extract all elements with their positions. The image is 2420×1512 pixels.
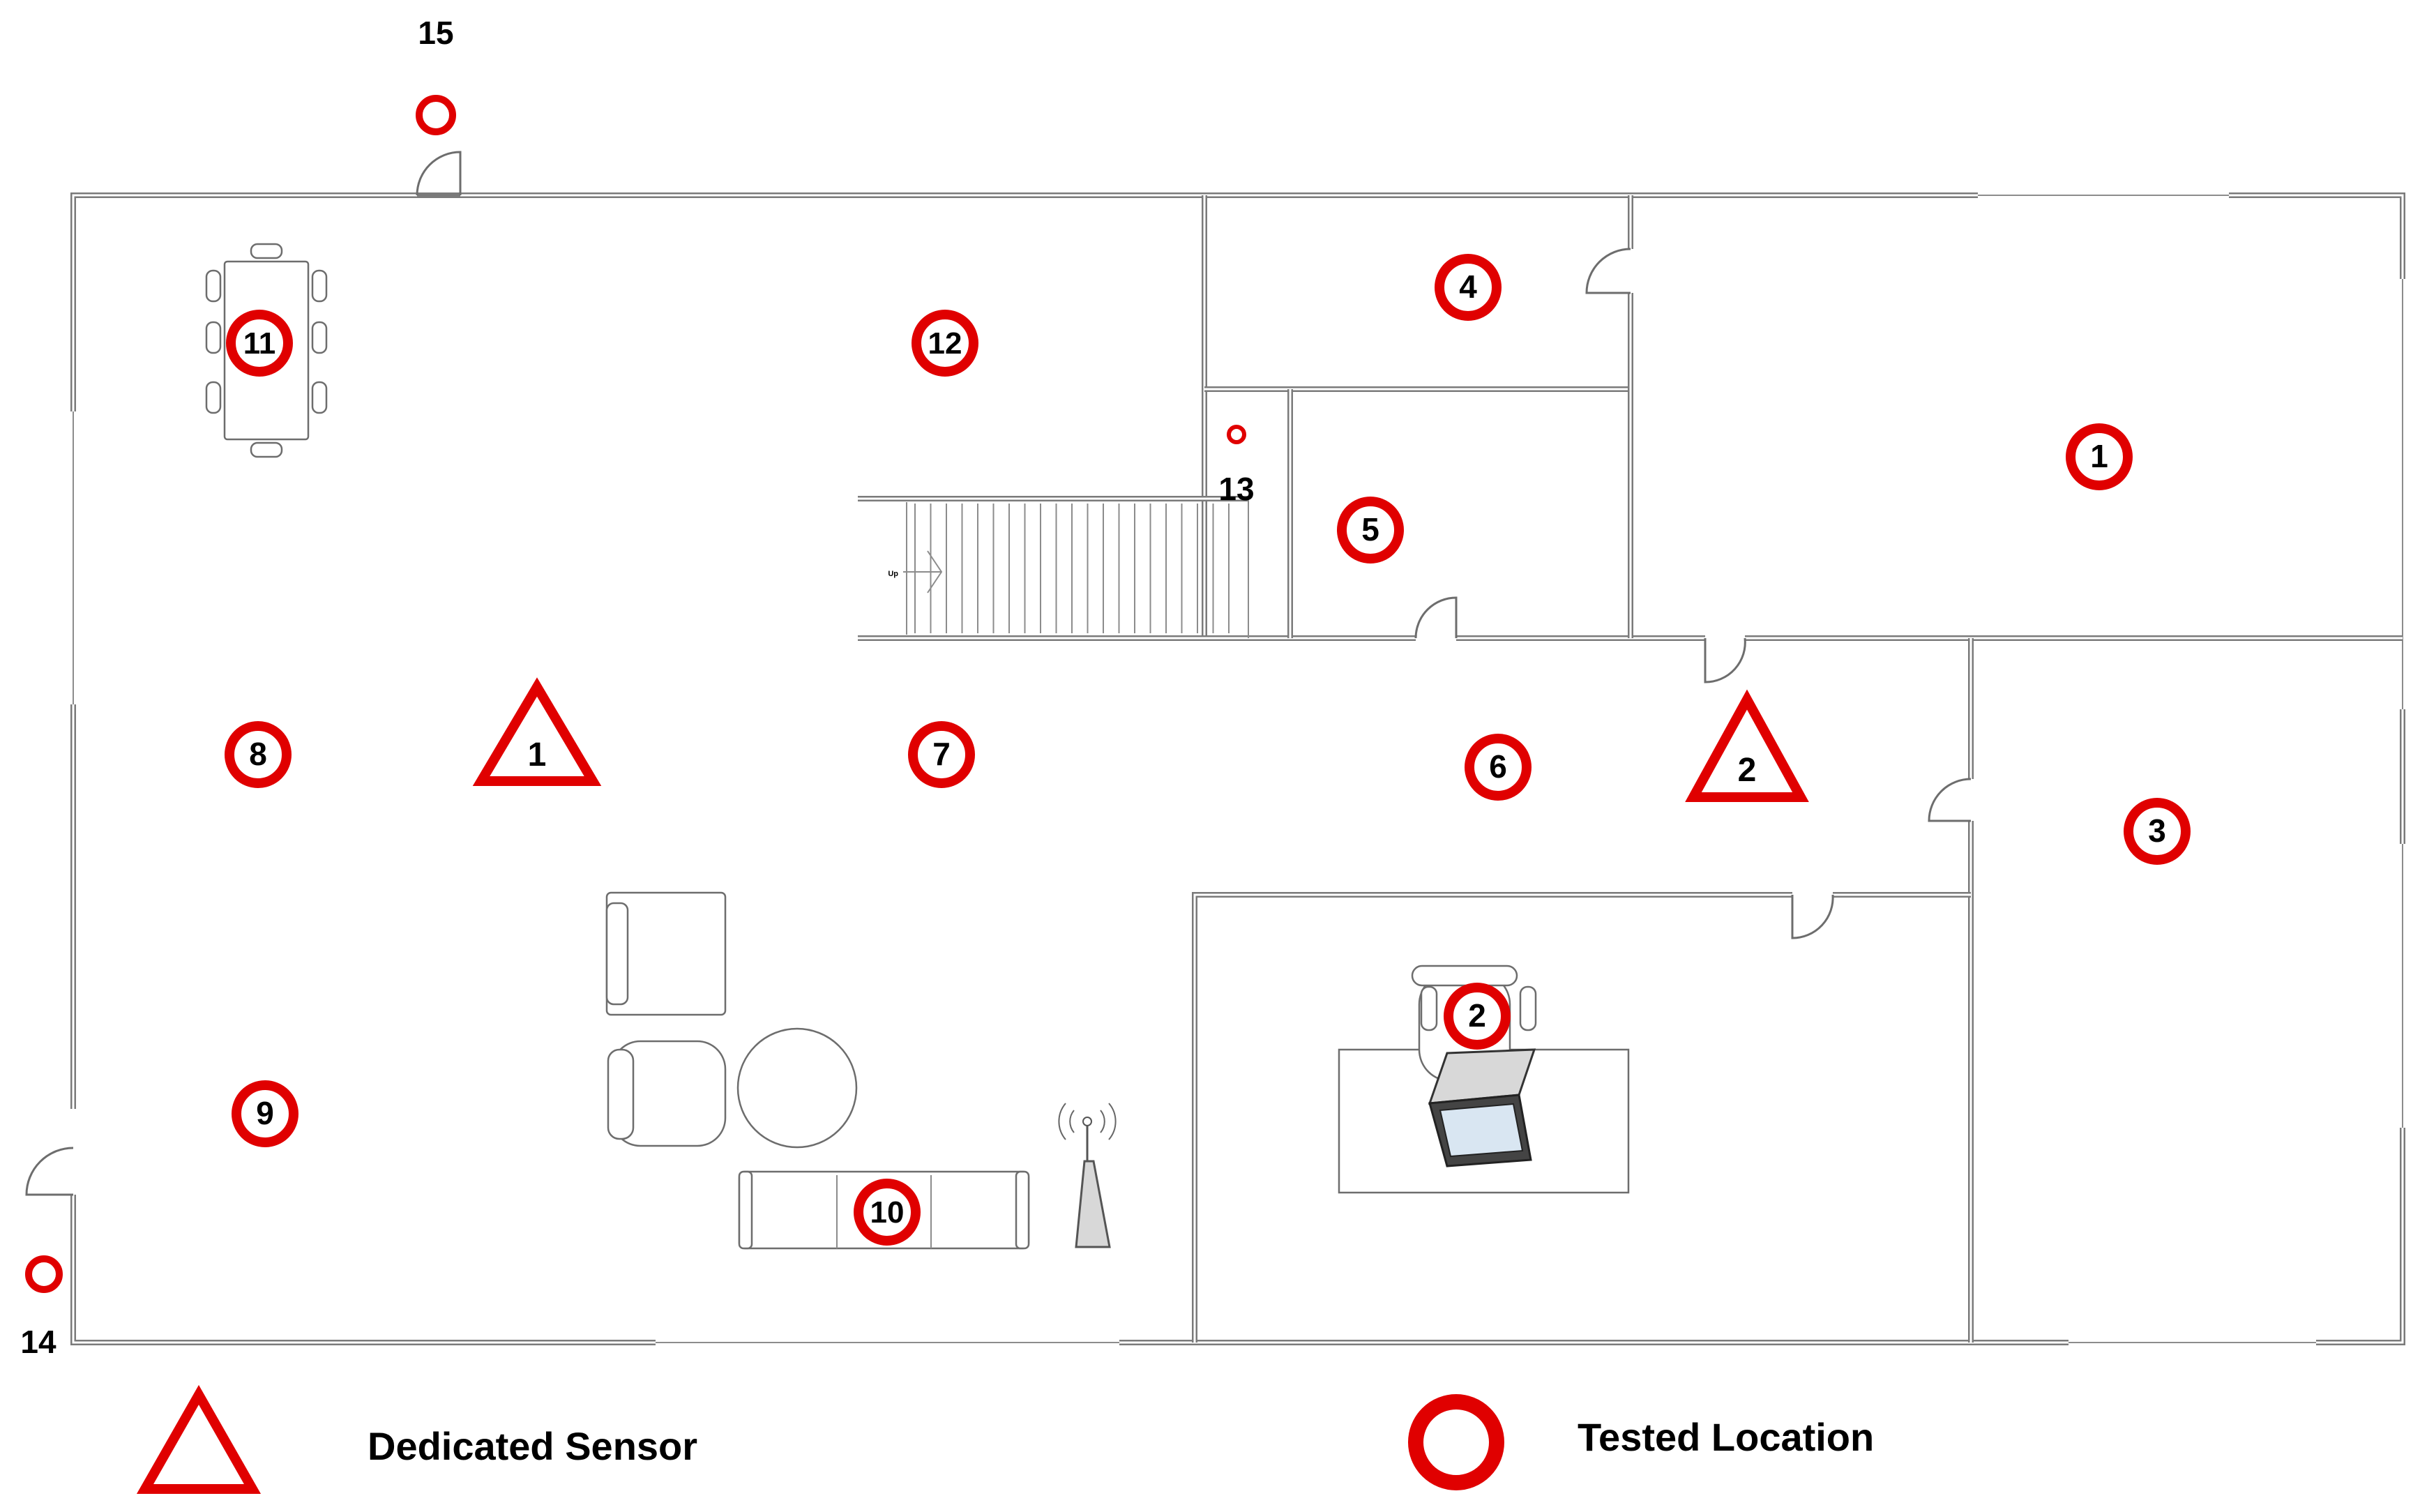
svg-text:9: 9 (256, 1095, 274, 1131)
tested-location-6: 6 (1465, 734, 1532, 801)
svg-text:2: 2 (1738, 752, 1757, 789)
chair (311, 381, 328, 414)
tested-location-10: 10 (854, 1179, 921, 1246)
svg-text:5: 5 (1361, 511, 1379, 547)
door-entrance-top (416, 151, 462, 196)
chair (311, 269, 328, 303)
svg-text:12: 12 (928, 326, 962, 361)
tested-location-5: 5 (1337, 497, 1404, 564)
tested-location-11: 11 (226, 310, 293, 377)
round-table (736, 1027, 858, 1149)
svg-text:15: 15 (418, 15, 453, 51)
svg-text:8: 8 (249, 736, 267, 772)
tested-location-2: 2 (1444, 983, 1511, 1050)
svg-text:13: 13 (1218, 471, 1254, 507)
tested-location-9: 9 (232, 1080, 298, 1147)
chair (250, 441, 283, 458)
legend: Dedicated Sensor Tested Location (136, 1384, 1874, 1494)
chair (311, 321, 328, 354)
chair (250, 243, 283, 259)
door-entrance-left (25, 1147, 74, 1196)
stair-up-text: Up (888, 570, 898, 578)
svg-text:6: 6 (1489, 748, 1507, 785)
svg-text:1: 1 (2090, 438, 2108, 474)
svg-text:3: 3 (2148, 812, 2166, 849)
tested-location-3: 3 (2124, 798, 2191, 865)
svg-text:1: 1 (528, 736, 547, 773)
door-room3 (1928, 778, 1972, 822)
chair (205, 381, 222, 414)
tested-location-4: 4 (1435, 254, 1502, 321)
legend-location-label: Tested Location (1578, 1415, 1874, 1459)
door-office (1791, 894, 1834, 939)
outer-walls (70, 192, 2405, 1345)
tested-location-15: 15 (416, 15, 456, 135)
legend-sensor-icon (136, 1384, 262, 1494)
dedicated-sensor-1: 1 (472, 677, 602, 786)
door-room1 (1704, 637, 1746, 683)
interior-walls (417, 192, 2403, 1343)
laptop-icon (1428, 1048, 1536, 1167)
door-room5 (1414, 596, 1458, 639)
legend-sensor-label: Dedicated Sensor (368, 1424, 697, 1468)
doors (25, 151, 1972, 1196)
chair (205, 321, 222, 354)
dedicated-sensor-2: 2 (1685, 689, 1809, 802)
tested-location-8: 8 (225, 721, 292, 788)
svg-text:14: 14 (20, 1324, 56, 1360)
door-room4 (1585, 248, 1631, 294)
chair (205, 269, 222, 303)
svg-text:4: 4 (1459, 269, 1477, 305)
dedicated-sensors: 1 2 (472, 677, 1809, 802)
svg-text:10: 10 (870, 1195, 905, 1230)
staircase: Up (858, 496, 1249, 641)
tested-location-13: 13 (1218, 425, 1255, 507)
legend-location-icon (1408, 1394, 1504, 1490)
tested-location-12: 12 (912, 310, 978, 377)
svg-text:7: 7 (932, 736, 951, 772)
tested-location-1: 1 (2066, 423, 2133, 490)
tested-location-7: 7 (908, 721, 975, 788)
svg-text:11: 11 (243, 326, 276, 361)
tested-location-14: 14 (20, 1255, 63, 1360)
wifi-router-icon (1058, 1103, 1117, 1248)
tested-locations: 1 2 3 4 5 6 7 8 (20, 15, 2191, 1360)
svg-text:2: 2 (1468, 997, 1486, 1034)
